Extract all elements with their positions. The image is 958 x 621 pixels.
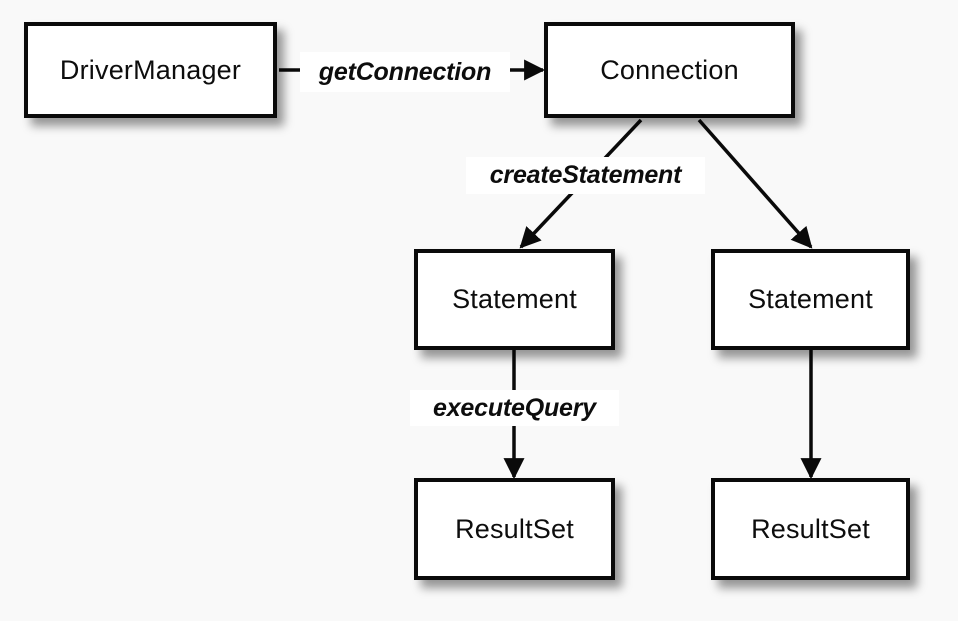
node-connection[interactable]: Connection — [544, 22, 795, 118]
node-label-driver-manager: DriverManager — [59, 54, 242, 85]
node-driver-manager[interactable]: DriverManager — [24, 22, 277, 118]
node-label-statement-right: Statement — [748, 284, 873, 314]
edge-label-execute-query: executeQuery — [410, 390, 619, 426]
node-resultset-right[interactable]: ResultSet — [711, 478, 910, 580]
edge-connection-to-statement-right — [697, 118, 813, 249]
node-resultset-left[interactable]: ResultSet — [414, 478, 615, 580]
node-statement-right[interactable]: Statement — [711, 249, 910, 350]
node-label-statement-left: Statement — [452, 284, 577, 314]
node-label-connection: Connection — [600, 54, 739, 85]
edge-label-get-connection: getConnection — [300, 52, 510, 92]
node-label-resultset-right: ResultSet — [751, 513, 870, 544]
edge-label-create-statement: createStatement — [466, 157, 705, 194]
node-label-resultset-left: ResultSet — [455, 513, 574, 544]
node-statement-left[interactable]: Statement — [414, 249, 615, 350]
